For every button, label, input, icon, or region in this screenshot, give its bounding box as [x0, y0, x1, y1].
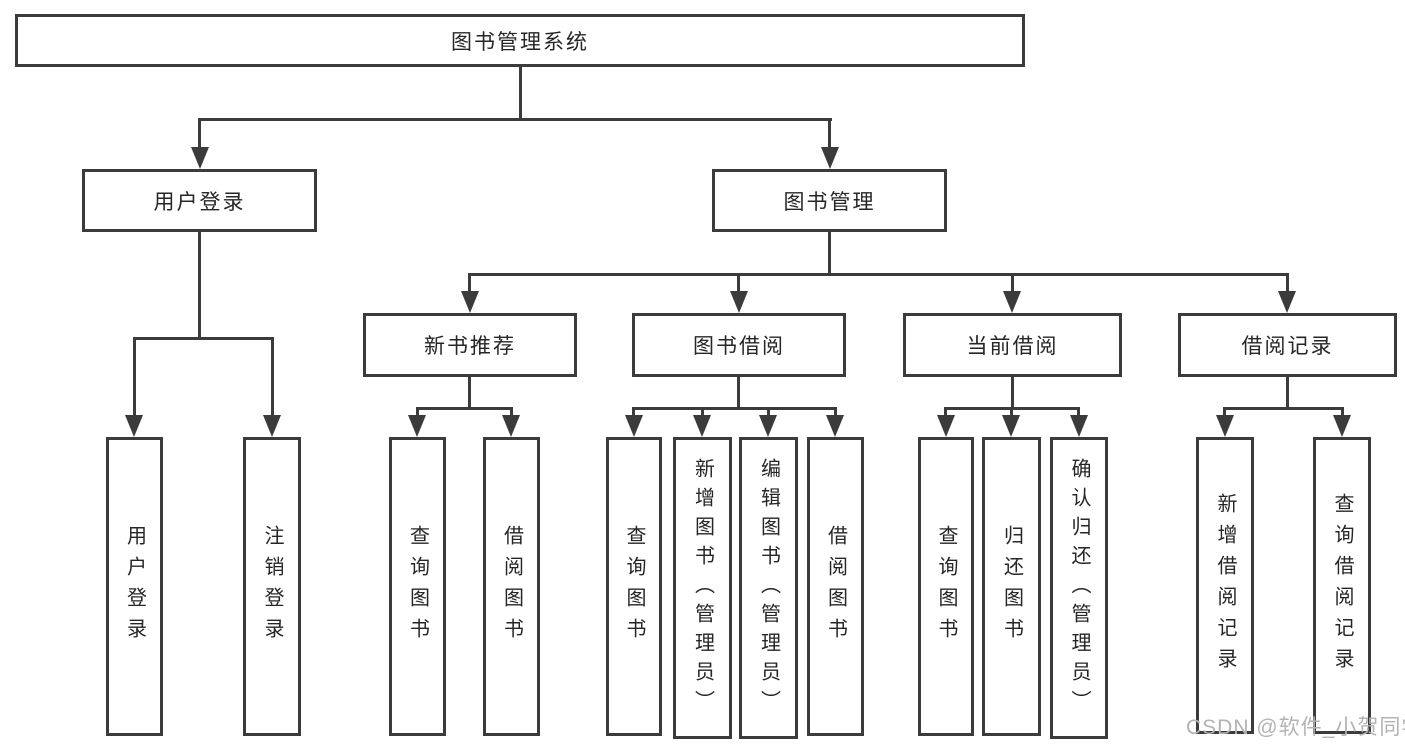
arrow-down-icon [408, 415, 426, 437]
node-new-book-recommend: 新书推荐 [363, 313, 577, 377]
leaf-query-books: 查询图书 [606, 437, 662, 736]
connector-line [767, 407, 770, 417]
arrow-down-icon [263, 415, 281, 437]
connector-line [468, 273, 471, 293]
connector-line [1286, 377, 1289, 407]
connector-line [198, 118, 832, 121]
arrow-down-icon [1333, 415, 1351, 437]
leaf-confirm-return-admin: 确认归还（管理员） [1050, 437, 1108, 739]
node-book-management: 图书管理 [712, 169, 947, 232]
connector-line [632, 407, 837, 410]
connector-line [468, 377, 471, 407]
arrow-down-icon [1278, 291, 1296, 313]
connector-line [1077, 407, 1080, 417]
connector-line [271, 337, 274, 417]
leaf-return-books: 归还图书 [982, 437, 1041, 736]
arrow-down-icon [693, 415, 711, 437]
connector-line [1011, 377, 1014, 407]
node-book-borrow: 图书借阅 [632, 313, 846, 377]
node-root-system: 图书管理系统 [15, 14, 1025, 67]
connector-line [519, 67, 522, 119]
connector-line [416, 407, 513, 410]
leaf-query-borrow-record: 查询借阅记录 [1313, 437, 1371, 734]
arrow-down-icon [1003, 291, 1021, 313]
connector-line [1223, 407, 1344, 410]
connector-line [701, 407, 704, 417]
connector-line [133, 337, 136, 417]
arrow-down-icon [826, 415, 844, 437]
arrow-down-icon [125, 415, 143, 437]
leaf-borrow-books: 借阅图书 [807, 437, 864, 736]
leaf-query-books: 查询图书 [389, 437, 446, 736]
leaf-add-borrow-record: 新增借阅记录 [1196, 437, 1254, 734]
arrow-down-icon [1070, 415, 1088, 437]
leaf-edit-books-admin: 编辑图书（管理员） [739, 437, 798, 739]
connector-line [632, 407, 635, 417]
arrow-down-icon [625, 415, 643, 437]
arrow-down-icon [937, 415, 955, 437]
connector-line [1011, 273, 1014, 293]
connector-line [1010, 407, 1013, 417]
connector-line [416, 407, 419, 417]
connector-line [1223, 407, 1226, 417]
node-user-login: 用户登录 [82, 169, 317, 232]
arrow-down-icon [461, 291, 479, 313]
connector-line [737, 377, 740, 407]
connector-line [133, 337, 274, 340]
connector-line [944, 407, 947, 417]
connector-line [828, 232, 831, 273]
node-borrow-records: 借阅记录 [1178, 313, 1397, 377]
arrow-down-icon [191, 147, 209, 169]
leaf-query-books: 查询图书 [918, 437, 974, 736]
arrow-down-icon [730, 291, 748, 313]
connector-line [510, 407, 513, 417]
arrow-down-icon [821, 147, 839, 169]
leaf-user-login: 用户登录 [106, 437, 163, 736]
connector-line [828, 118, 831, 149]
connector-line [834, 407, 837, 417]
connector-line [737, 273, 740, 293]
connector-line [198, 232, 201, 337]
arrow-down-icon [1216, 415, 1234, 437]
node-current-borrow: 当前借阅 [903, 313, 1122, 377]
connector-line [1286, 273, 1289, 293]
arrow-down-icon [759, 415, 777, 437]
leaf-logout: 注销登录 [243, 437, 301, 736]
csdn-watermark: CSDN @软件_小贺同学 [1186, 716, 1405, 739]
connector-line [468, 273, 1289, 276]
arrow-down-icon [502, 415, 520, 437]
connector-line [1341, 407, 1344, 417]
connector-line [198, 118, 201, 149]
leaf-borrow-books: 借阅图书 [483, 437, 540, 736]
leaf-add-books-admin: 新增图书（管理员） [673, 437, 732, 739]
arrow-down-icon [1002, 415, 1020, 437]
